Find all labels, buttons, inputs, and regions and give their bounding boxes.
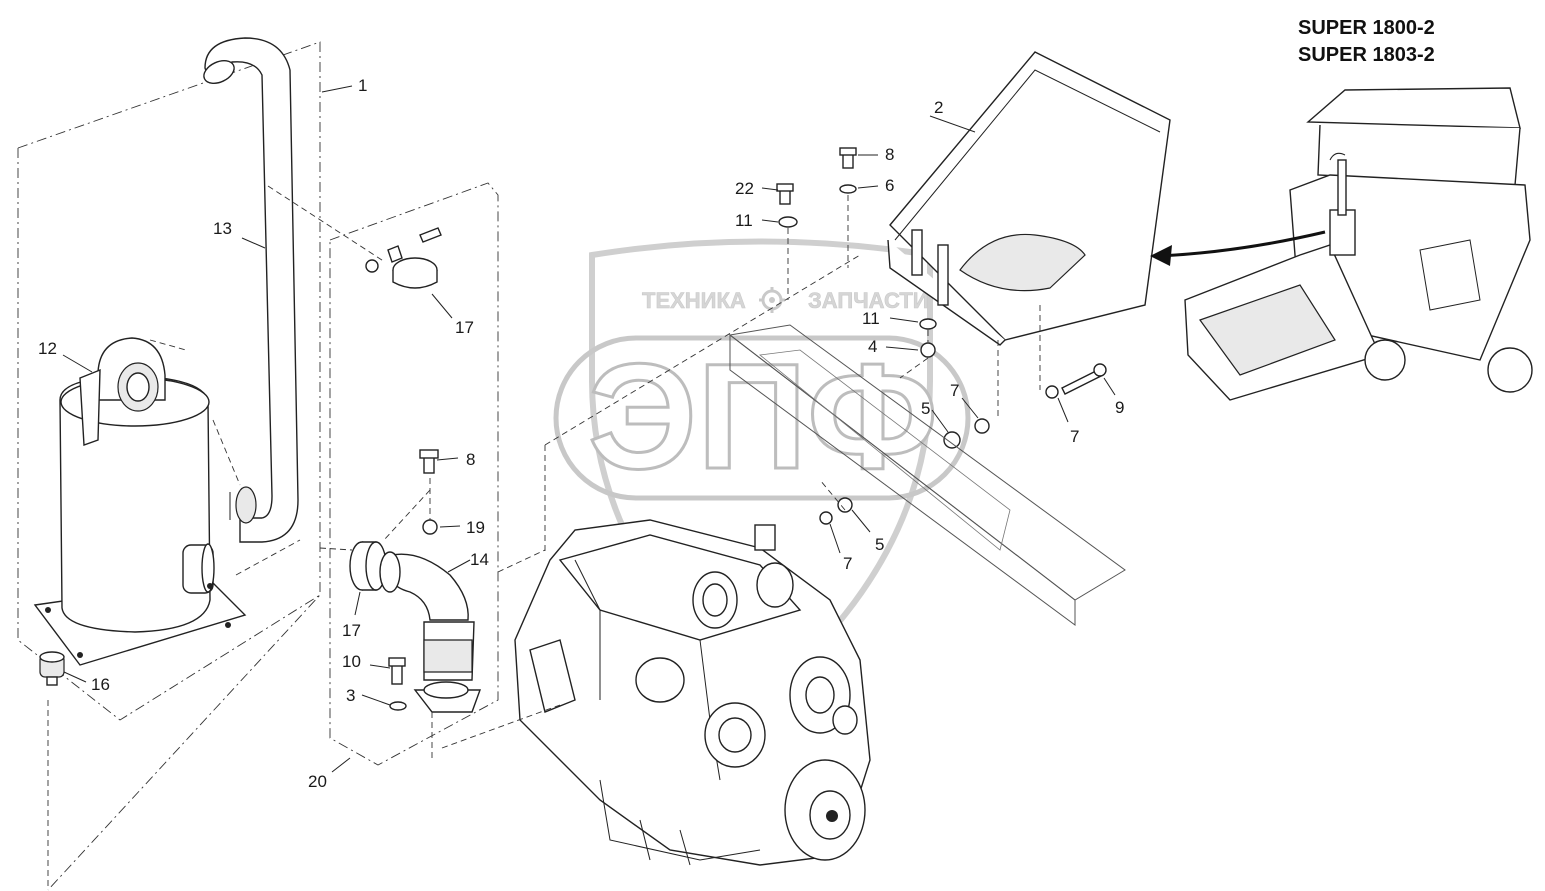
fastener-bolts-left <box>388 449 439 711</box>
pipe-clamp-top <box>365 227 442 289</box>
callout-17b: 17 <box>342 621 361 640</box>
model-title-1803: SUPER 1803-2 <box>1298 44 1435 66</box>
assembly-boundaries <box>17 41 499 891</box>
callout-9: 9 <box>1115 398 1124 417</box>
callout-leaders <box>62 85 1116 773</box>
gear-icon <box>759 287 785 313</box>
callout-6: 6 <box>885 176 894 195</box>
callout-10: 10 <box>342 652 361 671</box>
arrow-left-icon <box>1150 230 1326 266</box>
callout-1: 1 <box>358 76 367 95</box>
callout-7a: 7 <box>950 381 959 400</box>
callout-8b: 8 <box>466 450 475 469</box>
callout-17a: 17 <box>455 318 474 337</box>
heat-shield <box>887 51 1171 346</box>
callout-7c: 7 <box>843 554 852 573</box>
paver-machine <box>1184 87 1533 401</box>
callout-3: 3 <box>346 686 355 705</box>
engine <box>514 519 871 866</box>
callout-20: 20 <box>308 772 327 791</box>
watermark-brand-left: ТЕХНИКА <box>642 288 746 313</box>
callout-14: 14 <box>470 550 489 569</box>
assembly-guide-lines <box>149 185 1041 760</box>
callout-11a: 11 <box>735 211 753 230</box>
callout-5b: 5 <box>875 535 884 554</box>
frame-beam <box>728 324 1126 626</box>
callout-numbers: 1 2 3 4 5 5 6 7 7 7 8 8 9 10 11 11 12 13… <box>38 76 1124 791</box>
callout-5a: 5 <box>921 399 930 418</box>
callout-2: 2 <box>934 98 943 117</box>
rubber-mount <box>39 651 65 686</box>
callout-19: 19 <box>466 518 485 537</box>
callout-7b: 7 <box>1070 427 1079 446</box>
watermark-logo: ЭПФ <box>588 332 938 500</box>
callout-8a: 8 <box>885 145 894 164</box>
callout-12: 12 <box>38 339 57 358</box>
callout-4: 4 <box>868 337 877 356</box>
watermark: ТЕХНИКА ЗАПЧАСТИ ЭПФ <box>553 238 971 704</box>
elbow-pipe <box>379 551 481 713</box>
fastener-bolts-right <box>776 147 1107 525</box>
exhaust-pipe <box>203 37 299 543</box>
callout-11b: 11 <box>862 309 880 328</box>
watermark-brand-right: ЗАПЧАСТИ <box>808 288 929 313</box>
muffler <box>33 337 247 666</box>
model-titles: SUPER 1800-2 SUPER 1803-2 <box>1298 17 1435 66</box>
callout-13: 13 <box>213 219 232 238</box>
callout-22: 22 <box>735 179 754 198</box>
callout-16: 16 <box>91 675 110 694</box>
model-title-1800: SUPER 1800-2 <box>1298 17 1435 39</box>
